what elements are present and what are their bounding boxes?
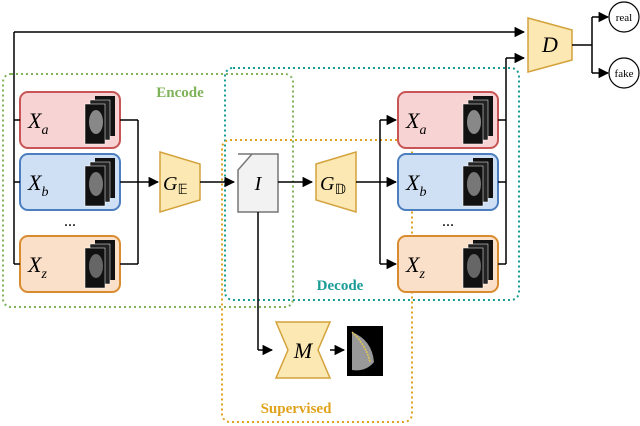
svg-text:M: M [293, 338, 314, 363]
fake-to-discriminator-line [498, 52, 526, 265]
encoder-block: G𝔼 [159, 150, 201, 214]
svg-text:fake: fake [615, 68, 634, 80]
svg-text:I: I [254, 173, 263, 195]
encode-label: Encode [156, 85, 204, 101]
discriminator-block: D [527, 17, 573, 73]
segmentation-output-image [347, 326, 383, 376]
supervised-label: Supervised [261, 401, 333, 417]
input-scan-b [84, 158, 115, 207]
svg-text:G𝔼: G𝔼 [163, 173, 188, 198]
output-scan-a [462, 96, 493, 145]
discriminator-output-lines [572, 11, 610, 79]
svg-text:real: real [616, 12, 632, 24]
svg-text:Xb: Xb [405, 170, 426, 200]
svg-text:G𝔻: G𝔻 [320, 173, 346, 198]
input-scan-a [84, 96, 115, 145]
svg-text:Xb: Xb [27, 170, 48, 200]
decoder-block: G𝔻 [315, 150, 357, 214]
svg-text:D: D [541, 32, 558, 57]
latent-block: I [237, 153, 279, 213]
latent-to-segmenter-line [257, 212, 274, 356]
output-scan-z [462, 240, 493, 289]
supervised-region [221, 139, 413, 423]
segmenter-block: M [274, 321, 332, 379]
svg-text:Xa: Xa [405, 108, 426, 138]
svg-text:Xa: Xa [27, 108, 48, 138]
real-node: real [608, 1, 640, 33]
encode-region [2, 73, 294, 308]
input-scan-z [84, 240, 115, 289]
svg-text:Xz: Xz [27, 252, 47, 282]
decode-label: Decode [317, 278, 364, 294]
fake-node: fake [608, 57, 640, 89]
input-ellipsis: ... [64, 213, 76, 230]
real-to-discriminator-line [13, 26, 526, 265]
output-ellipsis: ... [442, 213, 454, 230]
output-scan-b [462, 158, 493, 207]
svg-text:Xz: Xz [405, 252, 425, 282]
output-fan-lines [356, 114, 398, 270]
input-merge-lines [120, 119, 160, 265]
